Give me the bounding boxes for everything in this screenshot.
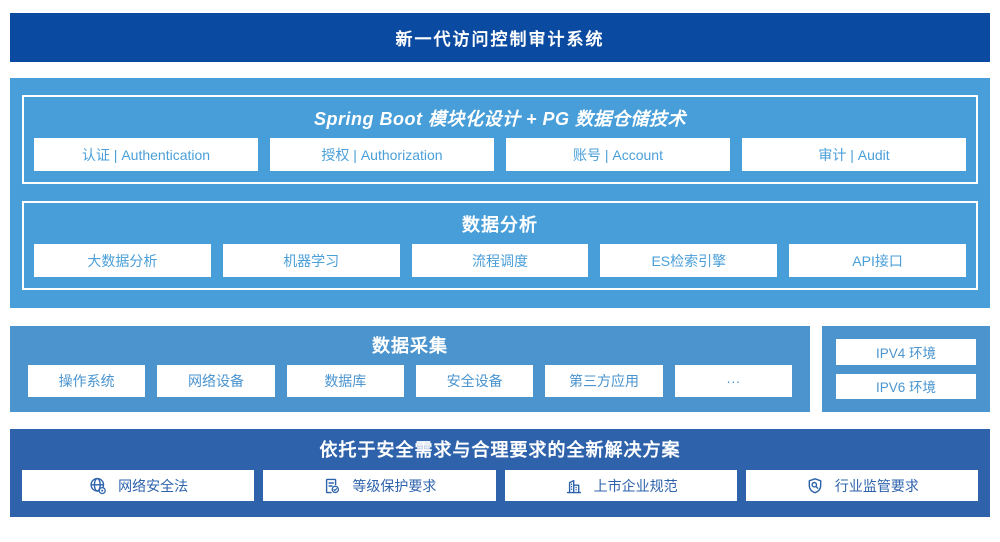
ipv4-env-box: IPV4 环境 <box>836 339 976 365</box>
building-icon <box>564 476 584 496</box>
shield-search-icon <box>805 476 825 496</box>
page-title: 新一代访问控制审计系统 <box>395 30 605 49</box>
solution-box-cybersecurity-law: 网络安全法 <box>22 470 255 501</box>
data-collection-title: 数据采集 <box>372 336 448 356</box>
module-box-audit: 审计 | Audit <box>742 138 966 171</box>
diagram-title-banner: 新一代访问控制审计系统 <box>10 13 990 62</box>
solution-box-label: 上市企业规范 <box>593 477 678 494</box>
module-box-account: 账号 | Account <box>506 138 730 171</box>
data-analysis-group: 数据分析 大数据分析 机器学习 流程调度 ES检索引擎 API接口 <box>22 201 978 290</box>
document-check-icon <box>322 476 342 496</box>
collection-box-more: ··· <box>674 365 792 397</box>
globe-location-icon <box>88 476 108 496</box>
analysis-row: 大数据分析 机器学习 流程调度 ES检索引擎 API接口 <box>34 244 966 277</box>
module-box-authentication: 认证 | Authentication <box>34 138 258 171</box>
solution-box-listed-company: 上市企业规范 <box>504 470 737 501</box>
collection-box-os: 操作系统 <box>28 365 146 397</box>
solution-title: 依托于安全需求与合理要求的全新解决方案 <box>319 440 681 460</box>
analysis-box-bigdata: 大数据分析 <box>34 244 211 277</box>
springboot-group-title: Spring Boot 模块化设计 + PG 数据仓储技术 <box>313 109 686 129</box>
solution-box-label: 行业监管要求 <box>834 477 919 494</box>
data-collection-group: 数据采集 操作系统 网络设备 数据库 安全设备 第三方应用 ··· <box>10 326 810 412</box>
analysis-box-workflow: 流程调度 <box>411 244 589 277</box>
ipv6-env-box: IPV6 环境 <box>836 373 976 399</box>
solution-row: 网络安全法 等级保护要求 <box>22 470 978 501</box>
solution-section: 依托于安全需求与合理要求的全新解决方案 网络安全法 <box>10 429 990 517</box>
analysis-box-ml: 机器学习 <box>222 244 400 277</box>
solution-box-classified-protection: 等级保护要求 <box>263 470 496 501</box>
collection-box-network-device: 网络设备 <box>157 365 275 397</box>
module-box-authorization: 授权 | Authorization <box>270 138 494 171</box>
module-row: 认证 | Authentication 授权 | Authorization 账… <box>34 138 966 171</box>
collection-box-thirdparty: 第三方应用 <box>545 365 663 397</box>
solution-box-label: 网络安全法 <box>118 477 189 494</box>
collection-row: 数据采集 操作系统 网络设备 数据库 安全设备 第三方应用 ··· IPV4 环… <box>10 326 990 412</box>
data-analysis-title: 数据分析 <box>462 215 538 235</box>
analysis-box-es: ES检索引擎 <box>600 244 778 277</box>
access-control-audit-diagram: 新一代访问控制审计系统 Spring Boot 模块化设计 + PG 数据仓储技… <box>0 13 1000 542</box>
solution-box-label: 等级保护要求 <box>352 477 437 494</box>
analysis-box-api: API接口 <box>789 244 966 277</box>
collection-items-row: 操作系统 网络设备 数据库 安全设备 第三方应用 ··· <box>28 365 792 397</box>
collection-box-database: 数据库 <box>286 365 404 397</box>
solution-box-industry-regulation: 行业监管要求 <box>745 470 978 501</box>
springboot-module-group: Spring Boot 模块化设计 + PG 数据仓储技术 认证 | Authe… <box>22 95 978 184</box>
ip-environment-group: IPV4 环境 IPV6 环境 <box>822 326 990 412</box>
collection-box-security-device: 安全设备 <box>415 365 534 397</box>
platform-section: Spring Boot 模块化设计 + PG 数据仓储技术 认证 | Authe… <box>10 78 990 308</box>
